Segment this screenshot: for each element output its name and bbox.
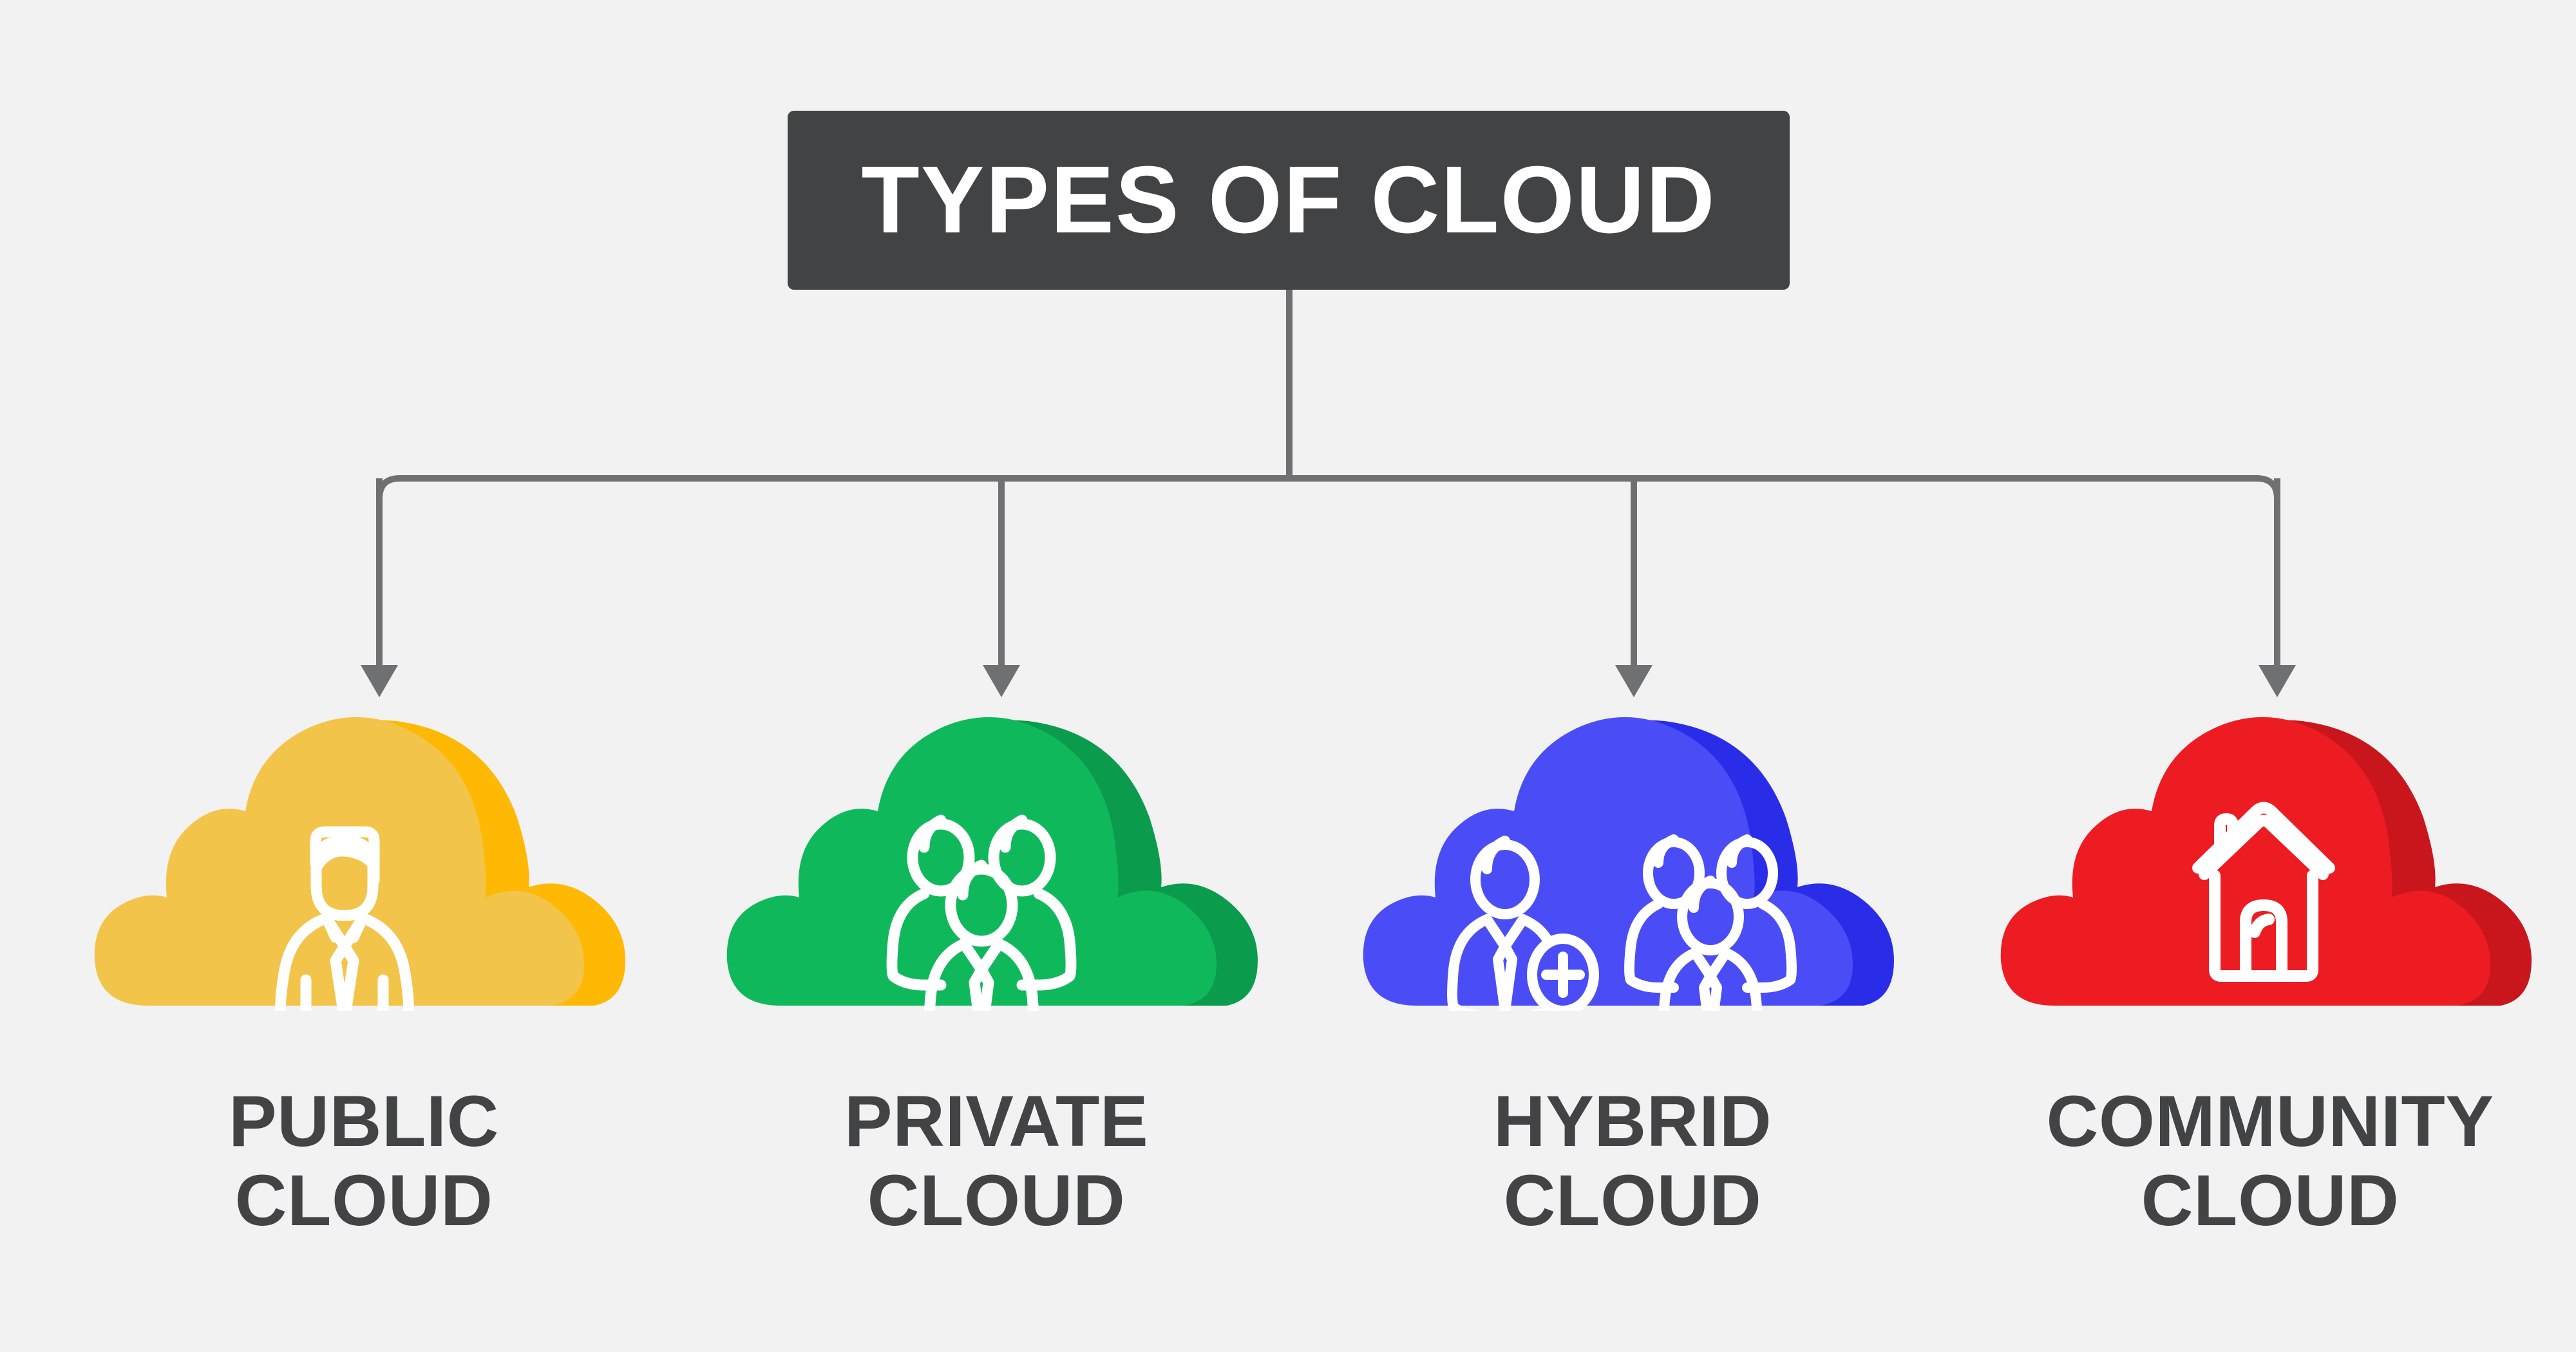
cloud-node-hybrid-cloud[interactable]: HYBRID CLOUD (1356, 715, 1909, 1255)
arrowhead-hybrid (1615, 665, 1653, 697)
private-cloud-shape (726, 717, 1258, 1011)
businessman-icon (275, 826, 414, 1011)
cloud-body-public (94, 717, 584, 1006)
community-cloud-shape (2000, 717, 2532, 1006)
diagram-title-box: TYPES OF CLOUD (788, 111, 1790, 290)
cloud-label-private-cloud: PRIVATE CLOUD (719, 1082, 1273, 1240)
cloud-node-public-cloud[interactable]: PUBLIC CLOUD (87, 715, 641, 1255)
label-line-2: CLOUD (234, 1160, 493, 1241)
arrowhead-private (983, 665, 1020, 697)
arrowhead-community (2259, 665, 2296, 697)
label-line-1: PUBLIC (229, 1081, 499, 1161)
user-group-icon (886, 814, 1077, 1011)
label-line-1: HYBRID (1493, 1081, 1772, 1161)
cloud-node-community-cloud[interactable]: COMMUNITY CLOUD (1993, 715, 2547, 1255)
page-title: TYPES OF CLOUD (861, 147, 1716, 253)
cloud-node-private-cloud[interactable]: PRIVATE CLOUD (719, 715, 1273, 1255)
user-group-icon (1624, 834, 1797, 1011)
house-home-icon (2192, 802, 2335, 982)
label-line-2: CLOUD (867, 1160, 1126, 1241)
horizontal-bus (376, 475, 2280, 525)
public-cloud-shape (94, 717, 625, 1011)
cloud-label-hybrid-cloud: HYBRID CLOUD (1356, 1082, 1909, 1240)
hybrid-cloud-shape (1363, 717, 1894, 1011)
label-line-1: PRIVATE (844, 1081, 1149, 1161)
cloud-label-community-cloud: COMMUNITY CLOUD (1993, 1082, 2547, 1240)
add-user-icon (1447, 836, 1599, 1011)
label-line-1: COMMUNITY (2046, 1081, 2494, 1161)
cloud-body-community (2000, 717, 2490, 1006)
cloud-label-public-cloud: PUBLIC CLOUD (87, 1082, 641, 1240)
label-line-2: CLOUD (2141, 1160, 2400, 1241)
label-line-2: CLOUD (1503, 1160, 1762, 1241)
arrowhead-public (361, 665, 398, 697)
